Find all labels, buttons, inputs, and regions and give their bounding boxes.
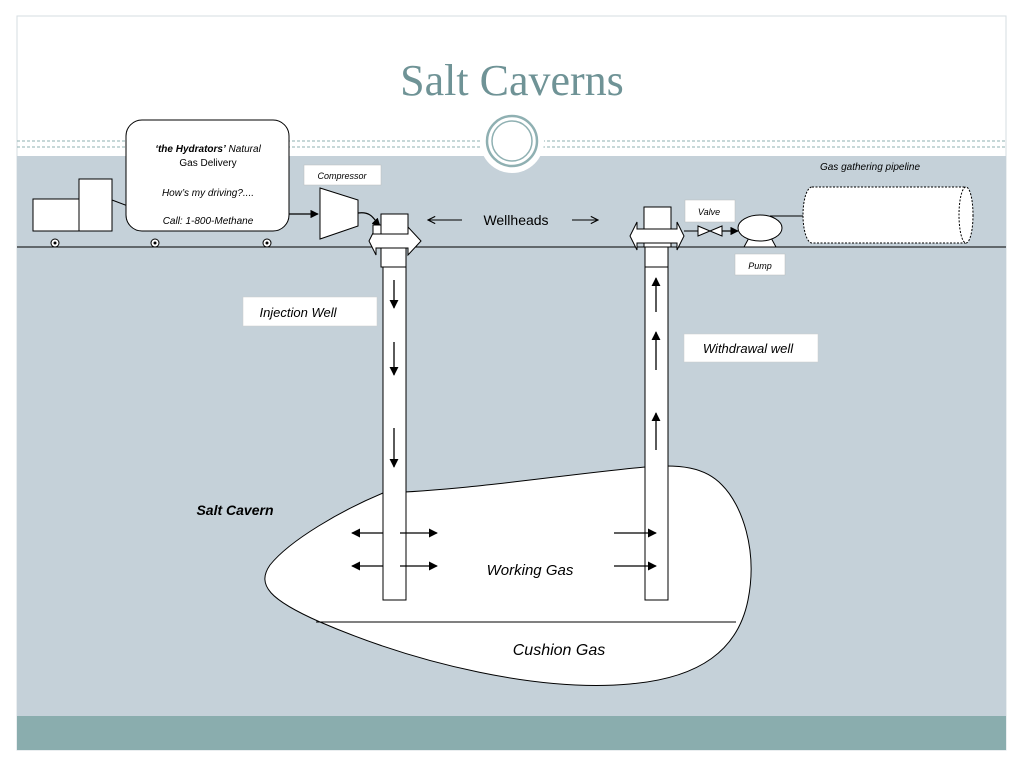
- compressor-icon: [319, 187, 359, 240]
- withdrawal-well-label: Withdrawal well: [703, 341, 794, 356]
- delivery-truck-icon: [32, 178, 272, 248]
- pump-label: Pump: [748, 261, 772, 271]
- bubble-line-2: Gas Delivery: [179, 158, 236, 169]
- page-title: Salt Caverns: [400, 56, 624, 105]
- compressor-to-wellhead-arrow: [357, 212, 381, 227]
- title-ornament-icon: [480, 109, 544, 173]
- withdrawal-wellhead-icon: [629, 206, 685, 268]
- valve-label: Valve: [698, 207, 720, 217]
- injection-wellhead-icon: [368, 213, 422, 268]
- valve-label-box: [684, 199, 736, 223]
- pipeline-cylinder-icon: [802, 186, 974, 244]
- injection-well-label: Injection Well: [259, 305, 337, 320]
- bubble-line-4: Call: 1-800-Methane: [163, 216, 254, 227]
- compressor-label: Compressor: [317, 171, 367, 181]
- wellheads-label: Wellheads: [483, 212, 548, 228]
- pump-label-box: [734, 253, 786, 276]
- salt-cavern-label: Salt Cavern: [196, 502, 273, 518]
- injection-well-label-box: [242, 296, 378, 327]
- pump-icon: [737, 214, 803, 248]
- cushion-gas-label: Cushion Gas: [513, 642, 606, 659]
- bubble-brand-line: ‘the Hydrators’ Natural: [155, 144, 261, 155]
- footer-bar: [17, 716, 1006, 750]
- compressor-label-box: [303, 164, 382, 186]
- withdrawal-well-label-box: [683, 333, 819, 363]
- working-gas-label: Working Gas: [487, 562, 574, 579]
- pipeline-label: Gas gathering pipeline: [820, 162, 921, 173]
- valve-icon: [697, 225, 712, 237]
- bubble-line-3: How’s my driving?....: [162, 188, 254, 199]
- truck-trailer-bubble: ‘the Hydrators’ Natural Gas Delivery How…: [125, 119, 290, 232]
